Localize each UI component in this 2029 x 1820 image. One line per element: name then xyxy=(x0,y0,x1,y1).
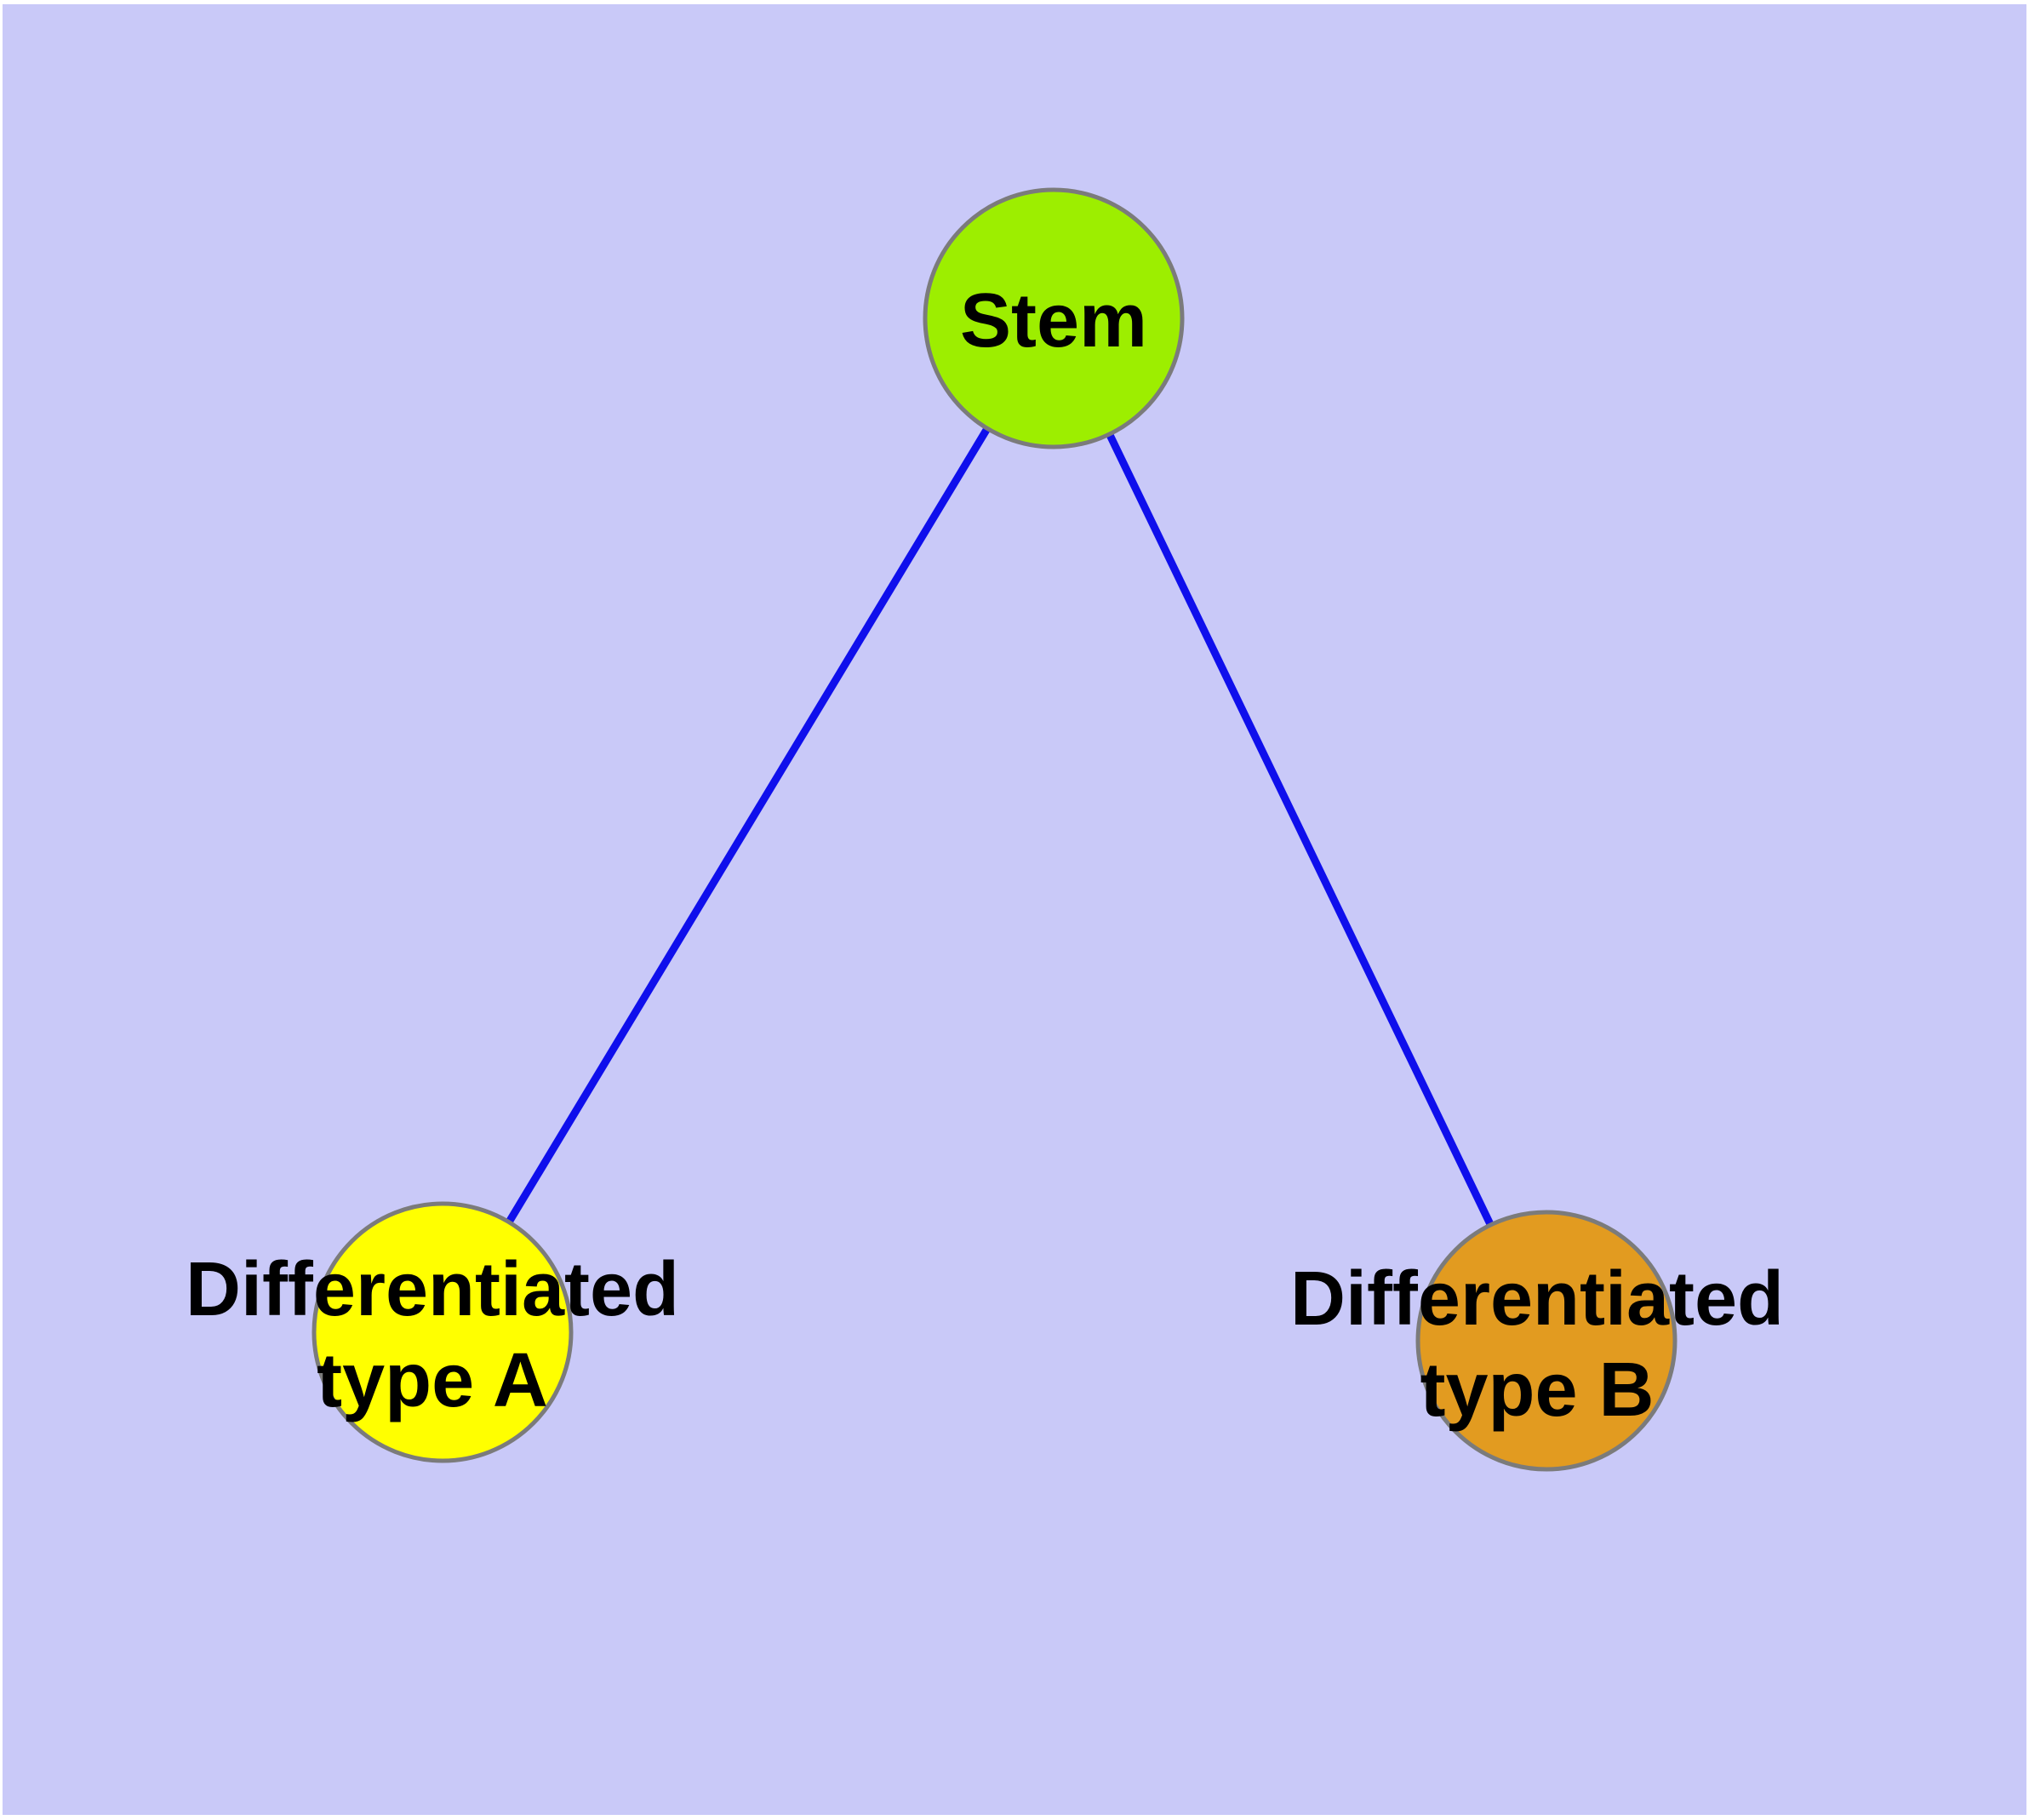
node-type-b-label-line2: type B xyxy=(1420,1348,1654,1433)
node-stem[interactable] xyxy=(923,187,1185,449)
edge-stem-to-type-b xyxy=(1049,317,1551,1342)
node-differentiated-type-a[interactable] xyxy=(311,1201,574,1463)
node-type-a-label-line1: Differentiated xyxy=(186,1247,679,1332)
node-stem-label: Stem xyxy=(960,278,1147,363)
node-differentiated-type-b[interactable] xyxy=(1415,1210,1677,1472)
edge-stem-to-type-a xyxy=(439,316,1057,1335)
node-type-a-label-line2: type A xyxy=(317,1338,548,1423)
node-type-b-label-line1: Differentiated xyxy=(1290,1256,1784,1342)
